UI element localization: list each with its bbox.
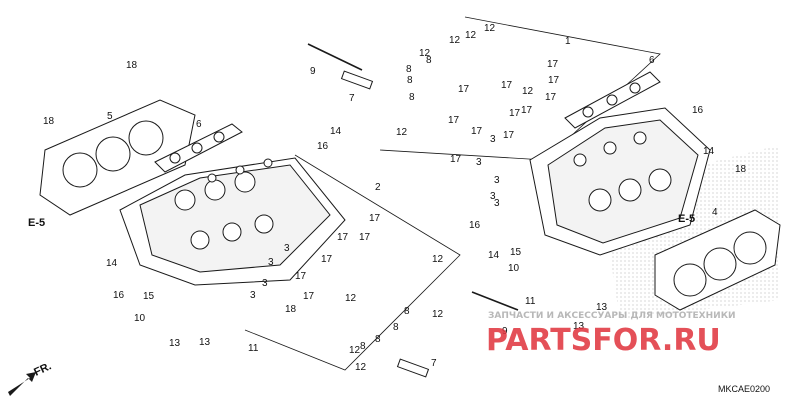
callout-8: 8 [426,55,432,66]
callout-3: 3 [268,257,274,268]
callout-14: 14 [703,146,715,157]
callout-6: 6 [196,119,202,130]
callout-17: 17 [337,232,349,243]
callout-16: 16 [113,290,125,301]
callout-18: 18 [126,60,138,71]
callout-7: 7 [431,358,437,369]
callout-12: 12 [349,345,361,356]
head-gasket-left [39,99,196,216]
callout-16: 16 [469,220,481,231]
callout-12: 12 [355,362,367,373]
callout-3: 3 [250,290,256,301]
callout-2: 2 [375,182,381,193]
callout-18: 18 [43,116,55,127]
callout-9: 9 [310,66,316,77]
callout-17: 17 [521,105,533,116]
callout-13: 13 [573,321,585,332]
callout-18: 18 [735,164,747,175]
diagram-code: MKCAE0200 [718,384,770,394]
callout-10: 10 [134,313,146,324]
callout-12: 12 [465,30,477,41]
callout-10: 10 [508,263,520,274]
spark-plug-upper [340,70,374,90]
callout-16: 16 [692,105,704,116]
exhaust-gasket-left [154,123,243,173]
callout-12: 12 [345,293,357,304]
callout-12: 12 [432,254,444,265]
callout-13: 13 [199,337,211,348]
callout-4: 4 [712,207,718,218]
callout-17: 17 [547,59,559,70]
cylinder-head-right [529,107,711,256]
front-arrow-icon [8,372,36,396]
callout-7: 7 [349,93,355,104]
bracket-part-2 [244,154,461,371]
callout-17: 17 [471,126,483,137]
callout-12: 12 [449,35,461,46]
callout-17: 17 [503,130,515,141]
ref-label-left: E-5 [28,217,45,229]
callout-8: 8 [360,341,366,352]
callout-11: 11 [525,296,536,307]
callout-12: 12 [484,23,496,34]
callout-18: 18 [285,304,297,315]
callout-12: 12 [419,48,431,59]
callout-12: 12 [396,127,408,138]
exhaust-gasket-right [564,71,661,129]
callout-17: 17 [369,213,381,224]
callout-3: 3 [494,175,500,186]
callout-17: 17 [458,84,470,95]
callout-3: 3 [262,278,268,289]
bolt-9-upper [307,43,363,71]
callout-8: 8 [409,92,415,103]
callout-12: 12 [522,86,534,97]
callout-5: 5 [107,111,113,122]
callout-1: 1 [565,36,571,47]
callout-17: 17 [545,92,557,103]
callout-14: 14 [106,258,118,269]
cylinder-head-left [119,157,346,286]
callout-17: 17 [448,115,460,126]
callout-8: 8 [393,322,399,333]
callout-layer: 1233333333345667788888888991010111112121… [43,23,747,373]
callout-8: 8 [406,64,412,75]
callout-3: 3 [476,157,482,168]
callout-16: 16 [317,141,329,152]
callout-13: 13 [596,302,608,313]
callout-12: 12 [432,309,444,320]
callout-17: 17 [501,80,513,91]
callout-11: 11 [248,343,259,354]
ref-label-right: E-5 [678,213,695,225]
watermark-top-text: ЗАПЧАСТИ И АКСЕССУАРЫ ДЛЯ МОТОТЕХНИКИ [488,311,736,321]
callout-8: 8 [407,75,413,86]
spark-plug-lower [396,358,430,378]
callout-14: 14 [330,126,342,137]
callout-8: 8 [375,334,381,345]
callout-15: 15 [143,291,155,302]
front-indicator-text: FR. [32,360,53,378]
callout-8: 8 [404,306,410,317]
callout-14: 14 [488,250,500,261]
callout-17: 17 [450,154,462,165]
callout-3: 3 [490,134,496,145]
callout-17: 17 [321,254,333,265]
callout-17: 17 [303,291,315,302]
callout-6: 6 [649,55,655,66]
callout-17: 17 [509,108,521,119]
bolt-9-lower [471,291,519,311]
head-gasket-right [654,209,781,311]
callout-17: 17 [359,232,371,243]
callout-3: 3 [490,191,496,202]
callout-3: 3 [494,198,500,209]
watermark-brand-text: PARTSFOR.RU [486,323,721,358]
callout-15: 15 [510,247,522,258]
callout-3: 3 [284,243,290,254]
callout-9: 9 [502,326,508,337]
callout-17: 17 [295,271,307,282]
callout-13: 13 [169,338,181,349]
callout-17: 17 [548,75,560,86]
